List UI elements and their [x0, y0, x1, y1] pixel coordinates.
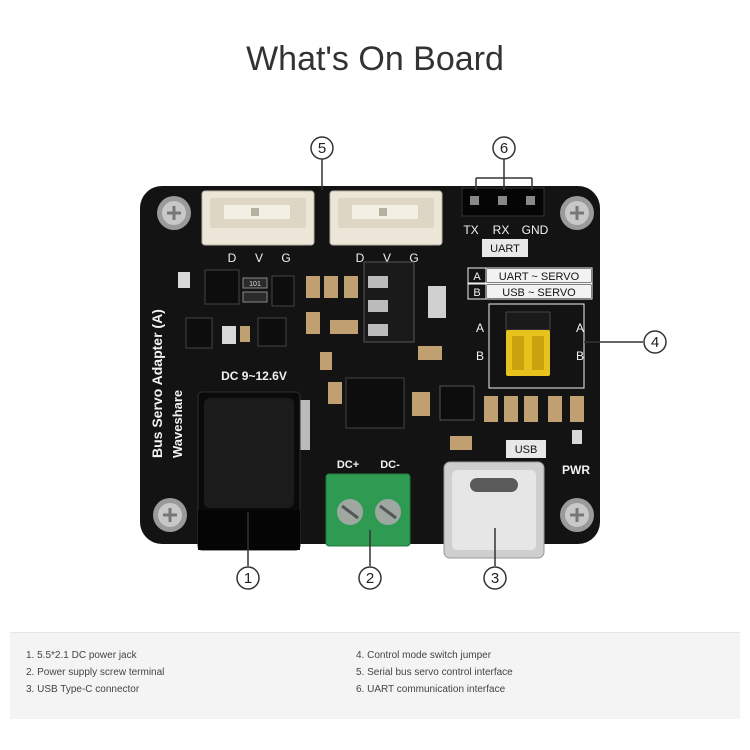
mode-a-letter: A [473, 271, 481, 283]
dc-power-jack [197, 391, 301, 551]
callout-5: 5 [310, 136, 334, 160]
servo-left-pin-g: G [281, 251, 290, 265]
legend-panel: 1. 5.5*2.1 DC power jack 2. Power supply… [10, 632, 740, 719]
callout-lines [247, 159, 643, 566]
mode-b-text: USB ~ SERVO [502, 287, 576, 299]
mounting-screw-icon [153, 498, 187, 532]
legend-item: 2. Power supply screw terminal [26, 667, 165, 678]
servo-right-pin-d: D [356, 251, 365, 265]
uart-pin-gnd: GND [522, 223, 549, 237]
jumper-label-b-right: B [576, 349, 584, 363]
uart-header [461, 187, 545, 217]
usb-label: USB [515, 444, 538, 456]
jumper-label-a-left: A [476, 321, 484, 335]
legend-column-left: 1. 5.5*2.1 DC power jack 2. Power supply… [26, 647, 164, 698]
callout-2-number: 2 [366, 570, 374, 587]
callout-3: 3 [483, 566, 507, 590]
dc-minus-label: DC- [380, 459, 400, 471]
callout-1: 1 [236, 566, 260, 590]
callout-5-number: 5 [318, 140, 326, 157]
page-title: What's On Board [246, 40, 504, 78]
callout-1-number: 1 [244, 570, 252, 587]
screw-terminal [325, 473, 411, 547]
smd-components: 101 [178, 261, 584, 450]
jumper-label-a-right: A [576, 321, 584, 335]
mounting-screw-icon [157, 196, 191, 230]
servo-left-pin-v: V [255, 251, 263, 265]
servo-connector-right [329, 190, 443, 246]
mode-b-letter: B [473, 287, 480, 299]
callout-4: 4 [643, 330, 667, 354]
voltage-label: DC 9~12.6V [221, 369, 287, 383]
board-name-label: Bus Servo Adapter (A) [149, 309, 165, 458]
callout-4-number: 4 [651, 334, 659, 351]
servo-right-pin-g: G [409, 251, 418, 265]
legend-item: 5. Serial bus servo control interface [356, 667, 513, 678]
brand-label: Waveshare [170, 390, 185, 458]
legend-column-right: 4. Control mode switch jumper 5. Serial … [356, 647, 513, 698]
servo-right-pin-v: V [383, 251, 391, 265]
callout-3-number: 3 [491, 570, 499, 587]
uart-pin-tx: TX [463, 223, 478, 237]
dc-plus-label: DC+ [337, 459, 359, 471]
uart-pin-rx: RX [493, 223, 510, 237]
callout-6: 6 [492, 136, 516, 160]
callout-6-number: 6 [500, 140, 508, 157]
legend-item: 4. Control mode switch jumper [356, 650, 492, 661]
uart-label: UART [490, 243, 520, 255]
mounting-screw-icon [560, 196, 594, 230]
callout-2: 2 [358, 566, 382, 590]
usb-label-box [506, 440, 546, 458]
pwr-label: PWR [562, 463, 590, 477]
legend-item: 1. 5.5*2.1 DC power jack [26, 650, 137, 661]
uart-label-box [482, 239, 528, 257]
mode-table: A UART ~ SERVO B USB ~ SERVO [467, 267, 593, 300]
mode-jumper: A B A B [476, 303, 585, 389]
resistor-label: 101 [249, 281, 261, 288]
mounting-screw-icon [560, 498, 594, 532]
mode-a-text: UART ~ SERVO [499, 271, 580, 283]
legend-item: 6. UART communication interface [356, 684, 506, 695]
jumper-label-b-left: B [476, 349, 484, 363]
legend-item: 3. USB Type-C connector [26, 684, 140, 695]
servo-connector-left [201, 190, 315, 246]
servo-left-pin-d: D [228, 251, 237, 265]
usb-c-connector [443, 461, 545, 559]
